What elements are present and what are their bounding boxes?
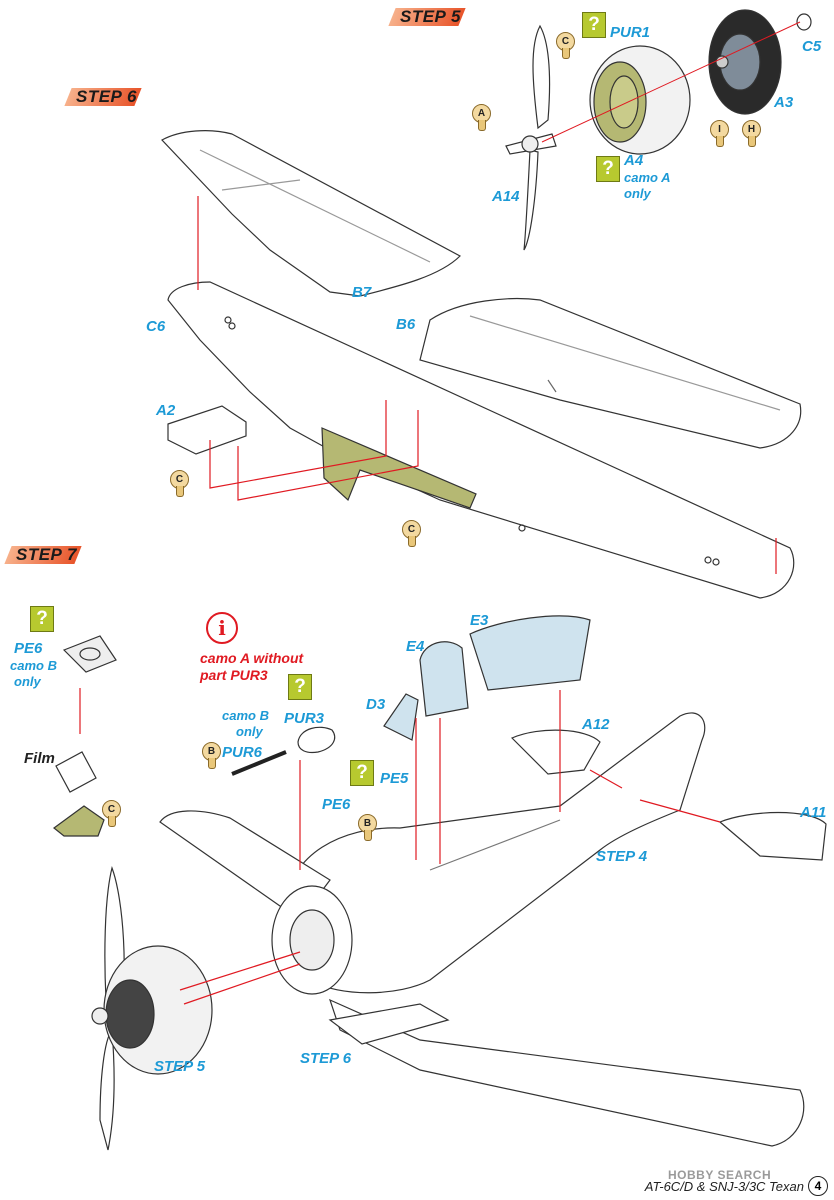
note-pe6-only: only [14, 674, 41, 689]
ref-step-5: STEP 5 [154, 1058, 206, 1075]
label-a14: A14 [492, 188, 520, 205]
film-piece [55, 751, 97, 793]
footer-title: AT-6C/D & SNJ-3/3C Texan [644, 1179, 804, 1194]
note-a4-camo: camo A [624, 170, 671, 185]
engine-a3 [708, 9, 782, 115]
part-pur3 [297, 726, 336, 754]
sprue-marker-b-pur6: B [202, 742, 222, 770]
step-6-tag: STEP 6 [64, 86, 142, 108]
label-a2: A2 [156, 402, 176, 419]
question-icon-pe6: ? [30, 606, 54, 632]
ref-step-4: STEP 4 [596, 848, 648, 865]
sprue-marker-h: H [742, 120, 762, 148]
sprue-marker-a: A [472, 104, 492, 132]
note-pur3-camo: camo B [222, 708, 269, 723]
wing-b7 [161, 130, 461, 297]
label-e4: E4 [406, 638, 425, 655]
note-part-pur3: part PUR3 [200, 667, 268, 683]
part-pur6 [231, 750, 287, 776]
sprue-marker-c-film: C [102, 800, 122, 828]
label-b6: B6 [396, 316, 416, 333]
photoetch-pe6 [62, 635, 117, 673]
canopy-e3 [469, 615, 591, 691]
label-pe6: PE6 [14, 640, 43, 657]
label-d3: D3 [366, 696, 386, 713]
ref-step-6: STEP 6 [300, 1050, 352, 1067]
sprue-marker-c-c6: C [402, 520, 422, 548]
question-icon-a4: ? [596, 156, 620, 182]
cap-c5 [796, 13, 812, 31]
label-pur1: PUR1 [610, 24, 651, 41]
note-pe6-camo: camo B [10, 658, 57, 673]
label-pur3: PUR3 [284, 710, 325, 727]
part-a2 [167, 405, 247, 455]
step-5-tag: STEP 5 [388, 6, 466, 28]
label-c5: C5 [802, 38, 822, 55]
label-pur6: PUR6 [222, 744, 263, 761]
airframe [159, 712, 805, 1147]
windscreen-d3 [383, 693, 419, 741]
info-icon: i [206, 612, 238, 644]
label-a12: A12 [582, 716, 610, 733]
note-camo-a-without: camo A without [200, 650, 304, 666]
step-7-tag: STEP 7 [4, 544, 82, 566]
pe6-on-film [53, 805, 105, 837]
gear-door [328, 1003, 450, 1045]
cowling-pur1 [589, 45, 691, 155]
label-a4: A4 [624, 152, 644, 169]
question-icon-pe5: ? [350, 760, 374, 786]
propeller-assembled [91, 865, 213, 1151]
label-a3: A3 [774, 94, 794, 111]
stabilizer-a11 [718, 811, 827, 861]
note-pur3-only: only [236, 724, 263, 739]
stabilizer-a12 [510, 729, 601, 775]
question-icon-pur1: ? [582, 12, 606, 38]
question-icon-pur3: ? [288, 674, 312, 700]
label-pe6-fuselage: PE6 [322, 796, 351, 813]
page-number: 4 [808, 1176, 828, 1196]
label-c6: C6 [146, 318, 166, 335]
note-a4-only: only [624, 186, 651, 201]
canopy-e4 [419, 641, 469, 717]
label-pe5: PE5 [380, 770, 409, 787]
watermark: HOBBY SEARCH [668, 1168, 772, 1182]
sprue-marker-i: I [710, 120, 730, 148]
label-film: Film [24, 750, 55, 767]
label-e3: E3 [470, 612, 489, 629]
sprue-marker-c: C [556, 32, 576, 60]
label-b7: B7 [352, 284, 372, 301]
sprue-marker-c-a2: C [170, 470, 190, 498]
sprue-marker-b-pe5: B [358, 814, 378, 842]
label-a11: A11 [800, 804, 827, 821]
part-c6-olive [321, 427, 477, 509]
propeller-a14 [505, 24, 557, 251]
wing-b6 [419, 298, 802, 449]
